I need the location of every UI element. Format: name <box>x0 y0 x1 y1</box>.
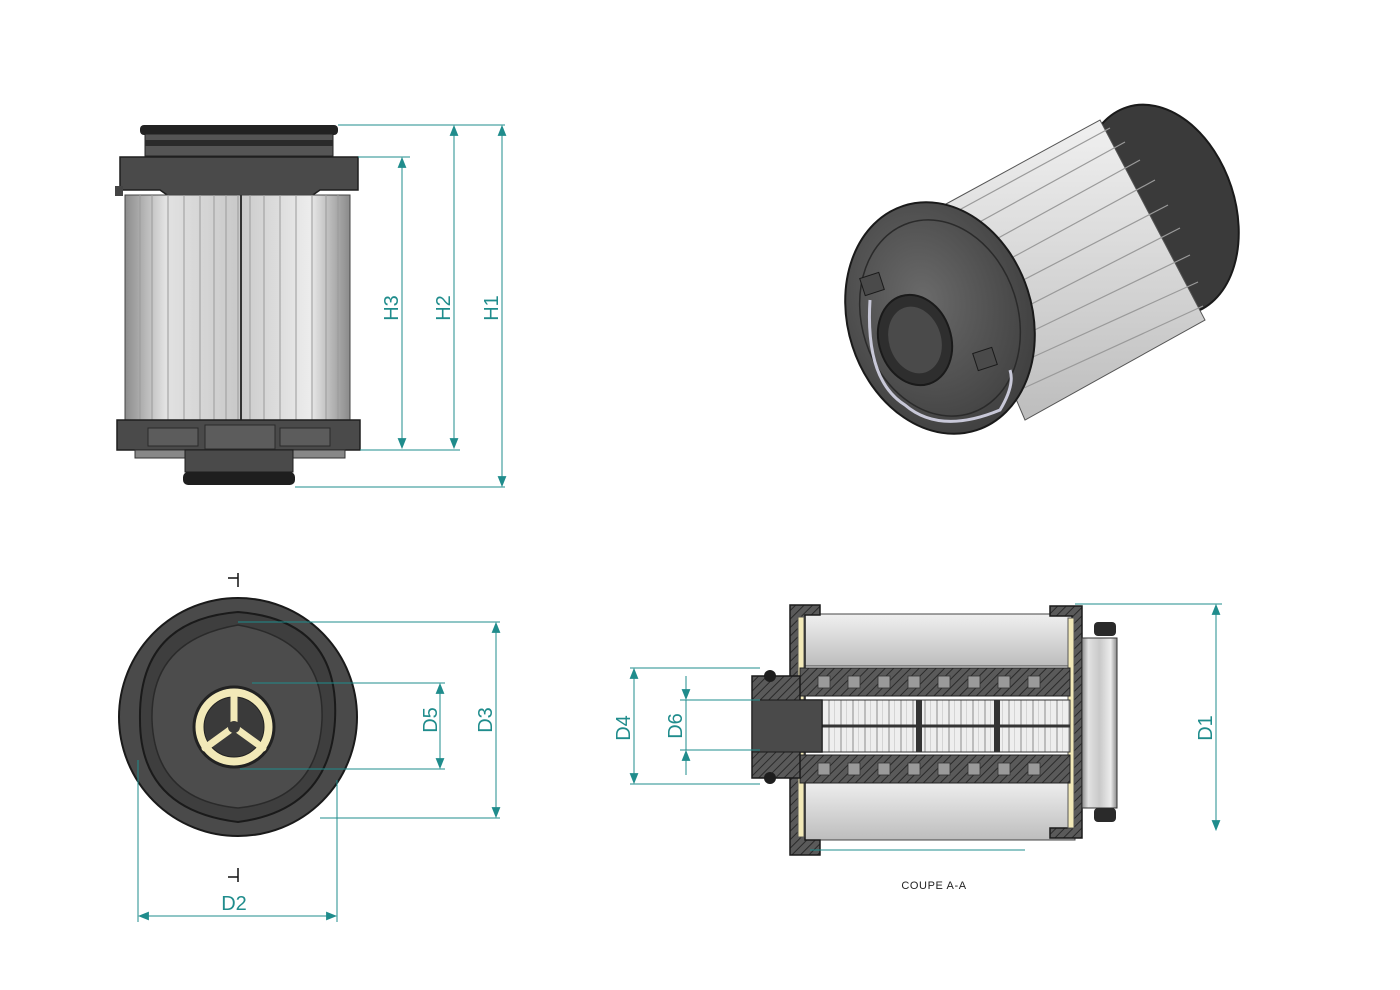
bottom-seal-ring <box>183 472 295 485</box>
section-view <box>751 604 1118 856</box>
section-caption: COUPE A-A <box>901 880 966 892</box>
bottom-spigot <box>184 449 294 473</box>
d2-label: D2 <box>221 893 247 915</box>
front-view <box>115 125 361 485</box>
d5-label: D5 <box>420 707 442 733</box>
section-marker-bottom <box>228 868 239 882</box>
isometric-view <box>844 103 1240 435</box>
h2-label: H2 <box>433 295 455 321</box>
section-core-lower <box>799 754 1071 784</box>
h3-label: H3 <box>381 295 403 321</box>
bottom-view <box>118 573 358 882</box>
d6-label: D6 <box>665 713 687 739</box>
section-dimensions <box>629 603 1222 851</box>
section-media-upper <box>799 613 1076 667</box>
section-right-spigot <box>1081 637 1118 809</box>
top-end-cap <box>119 156 359 198</box>
d4-label: D4 <box>613 715 635 741</box>
section-core-upper <box>799 667 1071 697</box>
front-dimensions <box>295 124 507 488</box>
h1-label: H1 <box>481 295 503 321</box>
d1-label: D1 <box>1195 715 1217 741</box>
bottom-dimensions <box>137 621 501 922</box>
d3-label: D3 <box>475 707 497 733</box>
section-media-lower <box>799 779 1076 841</box>
section-marker-top <box>228 573 239 587</box>
top-seal-ring <box>140 125 338 135</box>
iso-seal-band <box>867 299 1013 423</box>
